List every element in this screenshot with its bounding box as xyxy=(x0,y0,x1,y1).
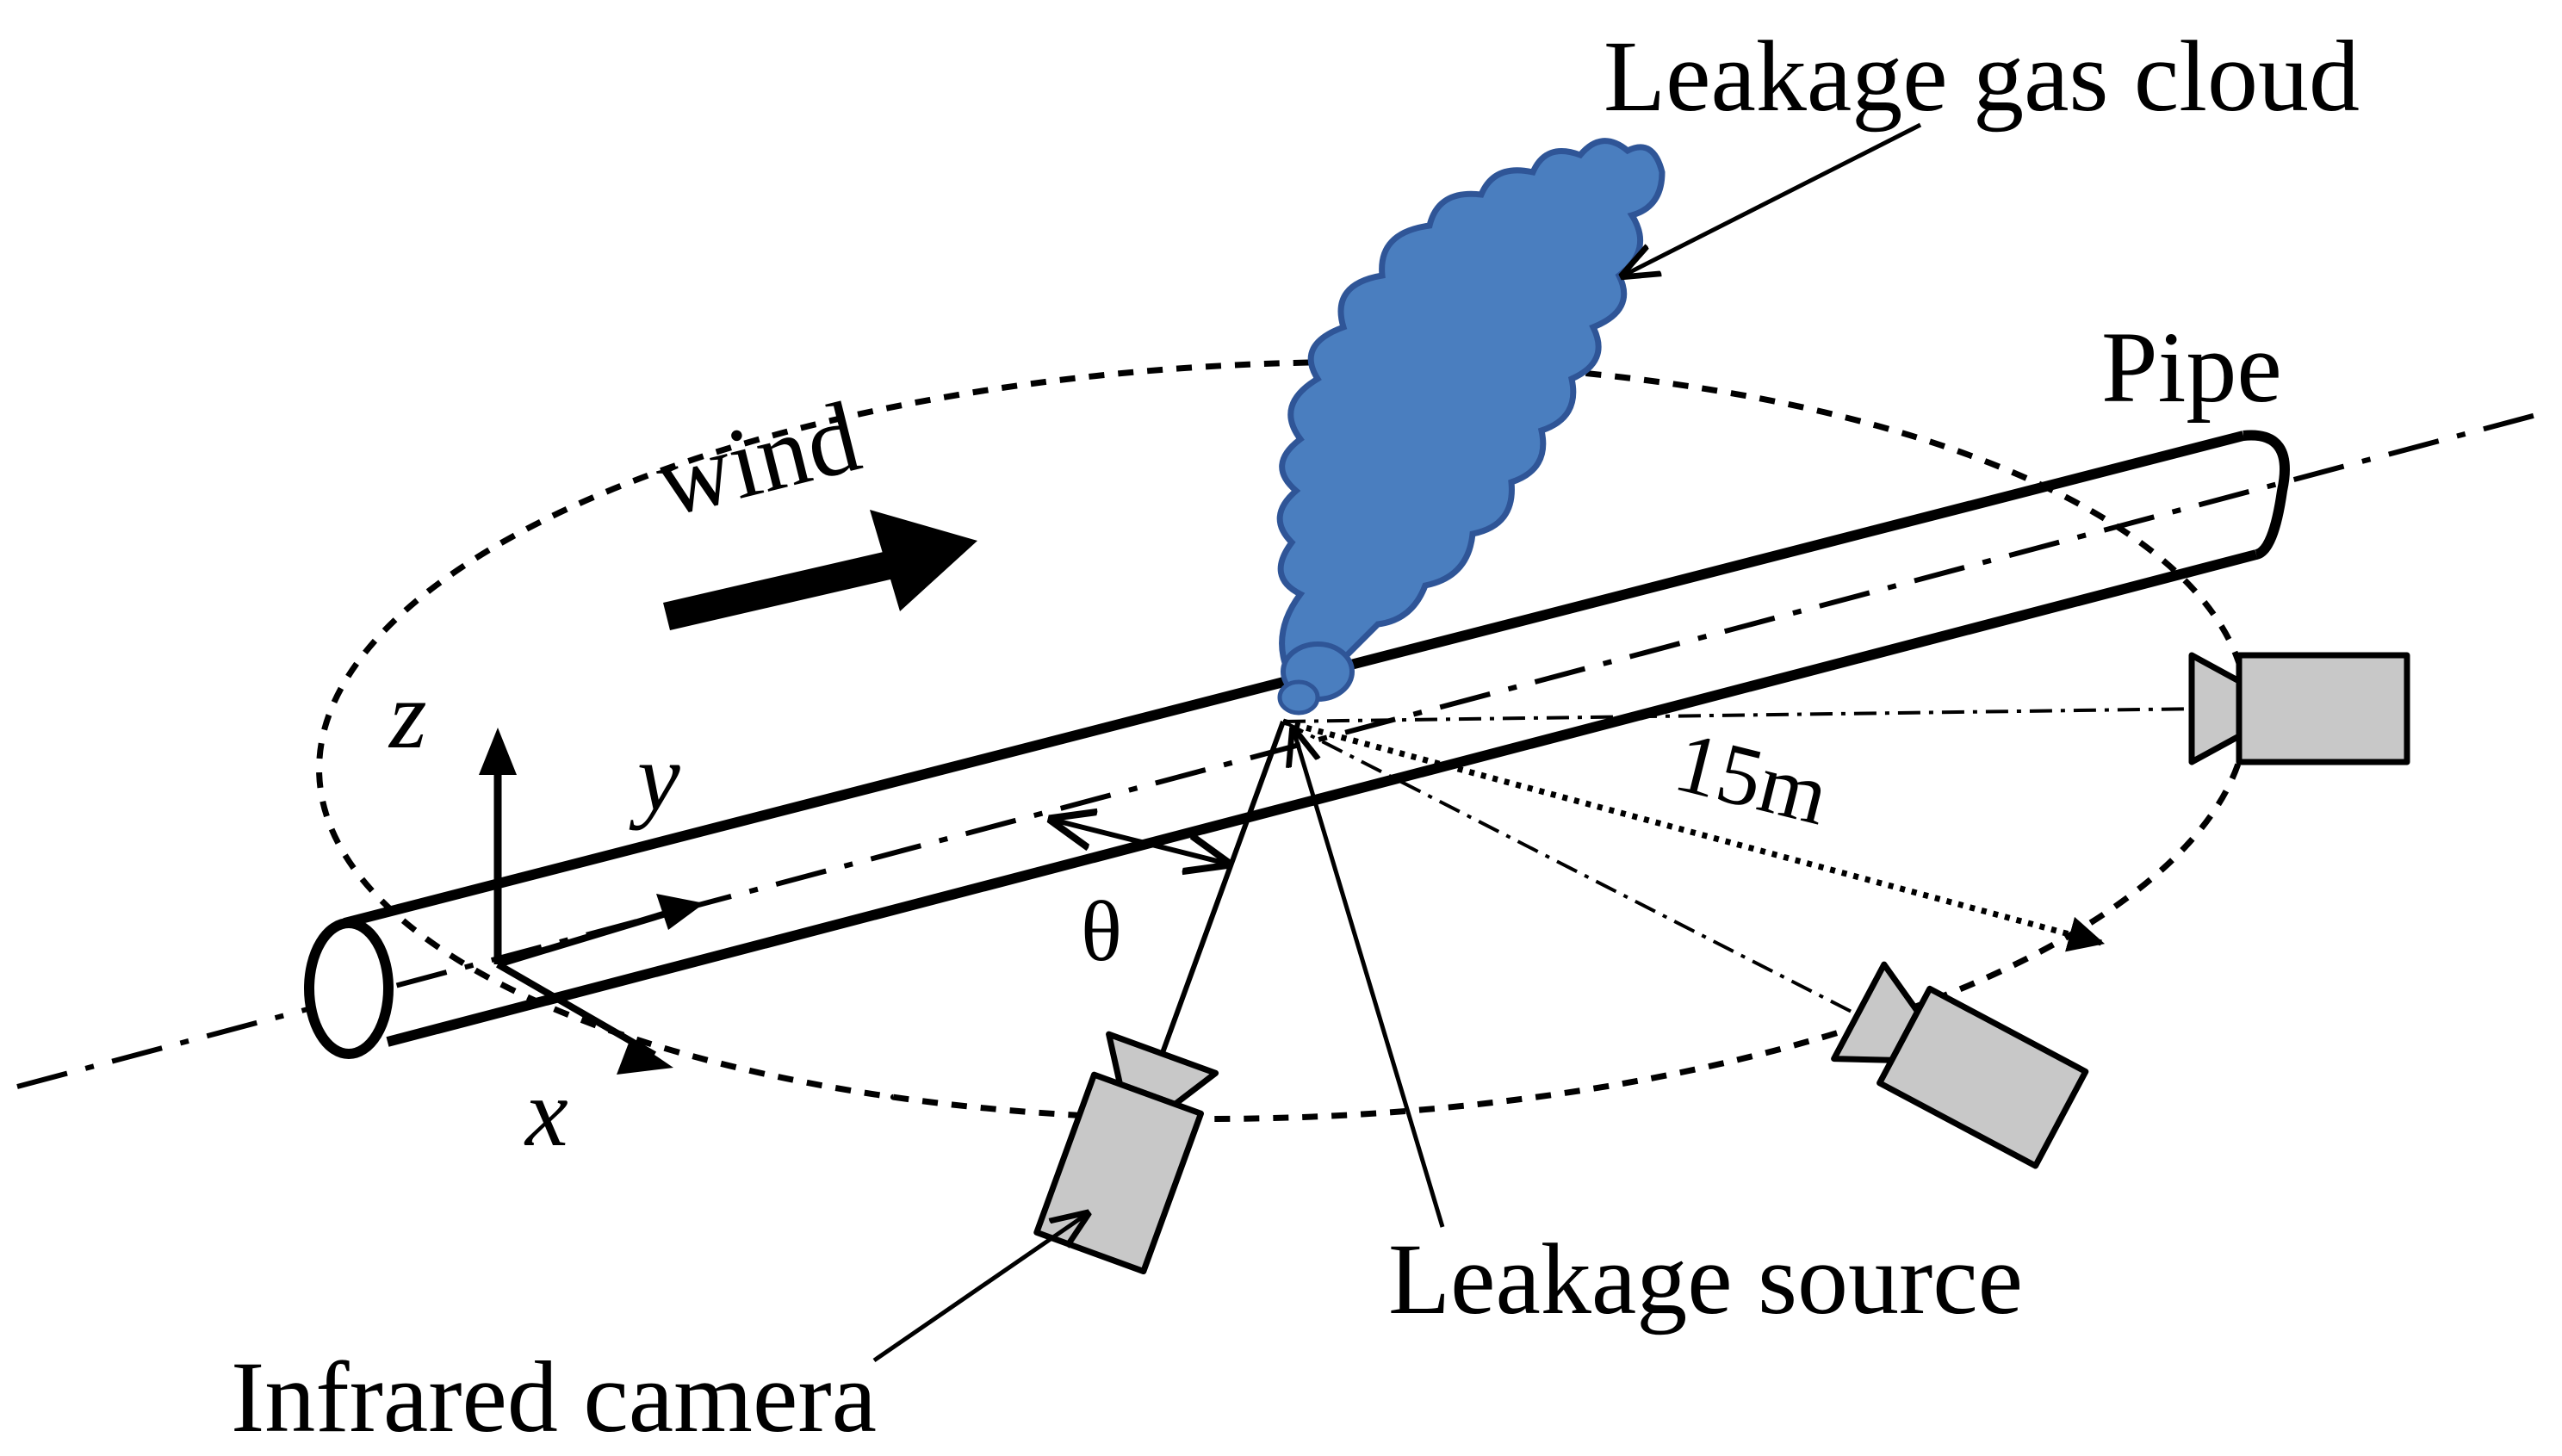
infrared-camera-icon xyxy=(1033,1031,1219,1275)
pipe-label: Pipe xyxy=(2101,311,2282,424)
wind-arrow-icon xyxy=(663,510,977,630)
camera-callout-line xyxy=(872,1214,1087,1363)
x-axis-label: x xyxy=(524,1060,568,1167)
angle-theta-label: θ xyxy=(1081,883,1122,979)
angle-theta-arrow xyxy=(1052,820,1227,864)
sight-line-right-camera xyxy=(1282,707,2205,723)
leakage-gas-cloud-label: Leakage gas cloud xyxy=(1604,20,2360,133)
pipe-right-end xyxy=(2243,430,2290,560)
sight-line-front-camera xyxy=(1151,720,1286,1078)
pipe-center-axis xyxy=(16,409,2550,1089)
leakage-source-callout-line xyxy=(1293,730,1445,1228)
leakage-source-label: Leakage source xyxy=(1388,1223,2023,1335)
pipe-left-end xyxy=(304,918,394,1059)
infrared-camera-label: Infrared camera xyxy=(231,1341,877,1453)
leakage-gas-cloud xyxy=(1276,138,1666,716)
sight-line-lower-right-camera xyxy=(1282,720,1852,1013)
y-axis-label: y xyxy=(629,724,680,831)
distance-label: 15m xyxy=(1666,714,1838,844)
wind-label: wind xyxy=(646,380,871,538)
radius-15m-line xyxy=(1282,718,2106,952)
z-axis-label: z xyxy=(388,662,427,769)
cloud-callout-line xyxy=(1623,122,1922,276)
infrared-camera-icon xyxy=(2188,652,2410,765)
coordinate-axes xyxy=(479,728,704,1075)
infrared-camera-icon xyxy=(1831,961,2089,1169)
